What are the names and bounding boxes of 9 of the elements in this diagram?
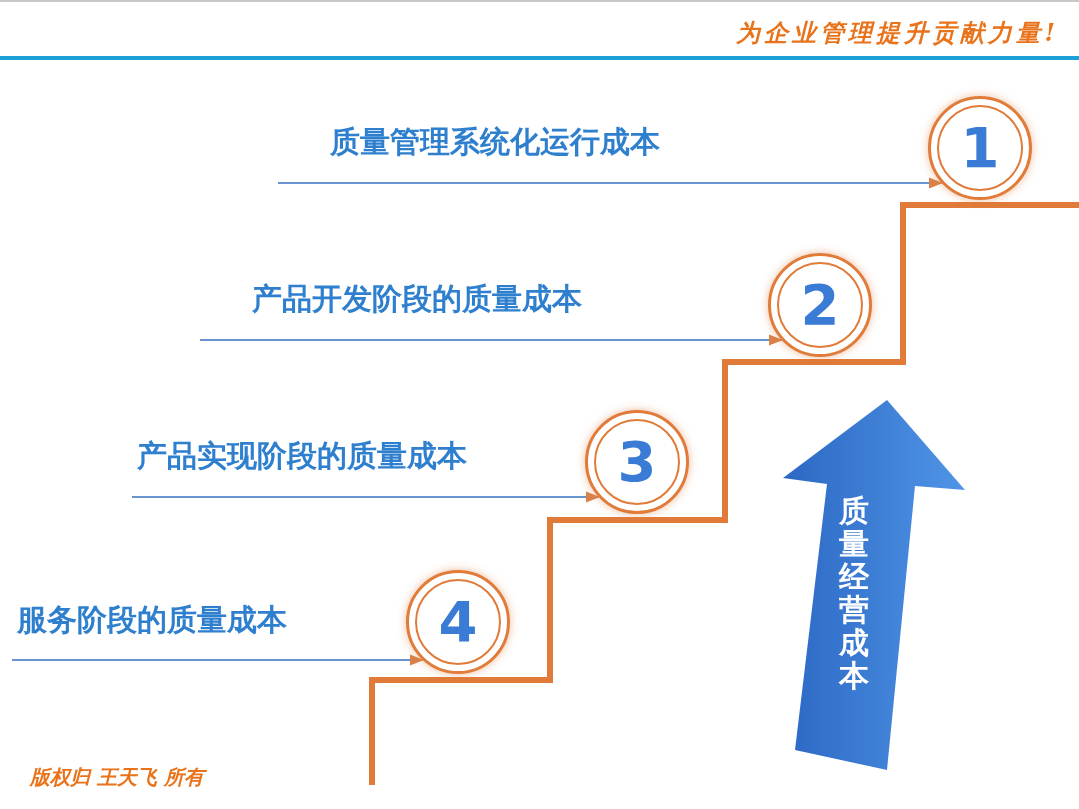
arrow xyxy=(277,177,943,189)
arrow xyxy=(131,491,600,503)
arrow xyxy=(11,654,424,666)
step-label: 质量管理系统化运行成本 xyxy=(278,122,740,183)
step-label: 产品实现阶段的质量成本 xyxy=(132,436,545,497)
arrow xyxy=(199,334,783,346)
step-label: 服务阶段的质量成本 xyxy=(12,600,360,660)
slogan-text: 为企业管理提升贡献力量! xyxy=(736,17,1059,49)
step-label: 产品开发阶段的质量成本 xyxy=(200,279,660,340)
